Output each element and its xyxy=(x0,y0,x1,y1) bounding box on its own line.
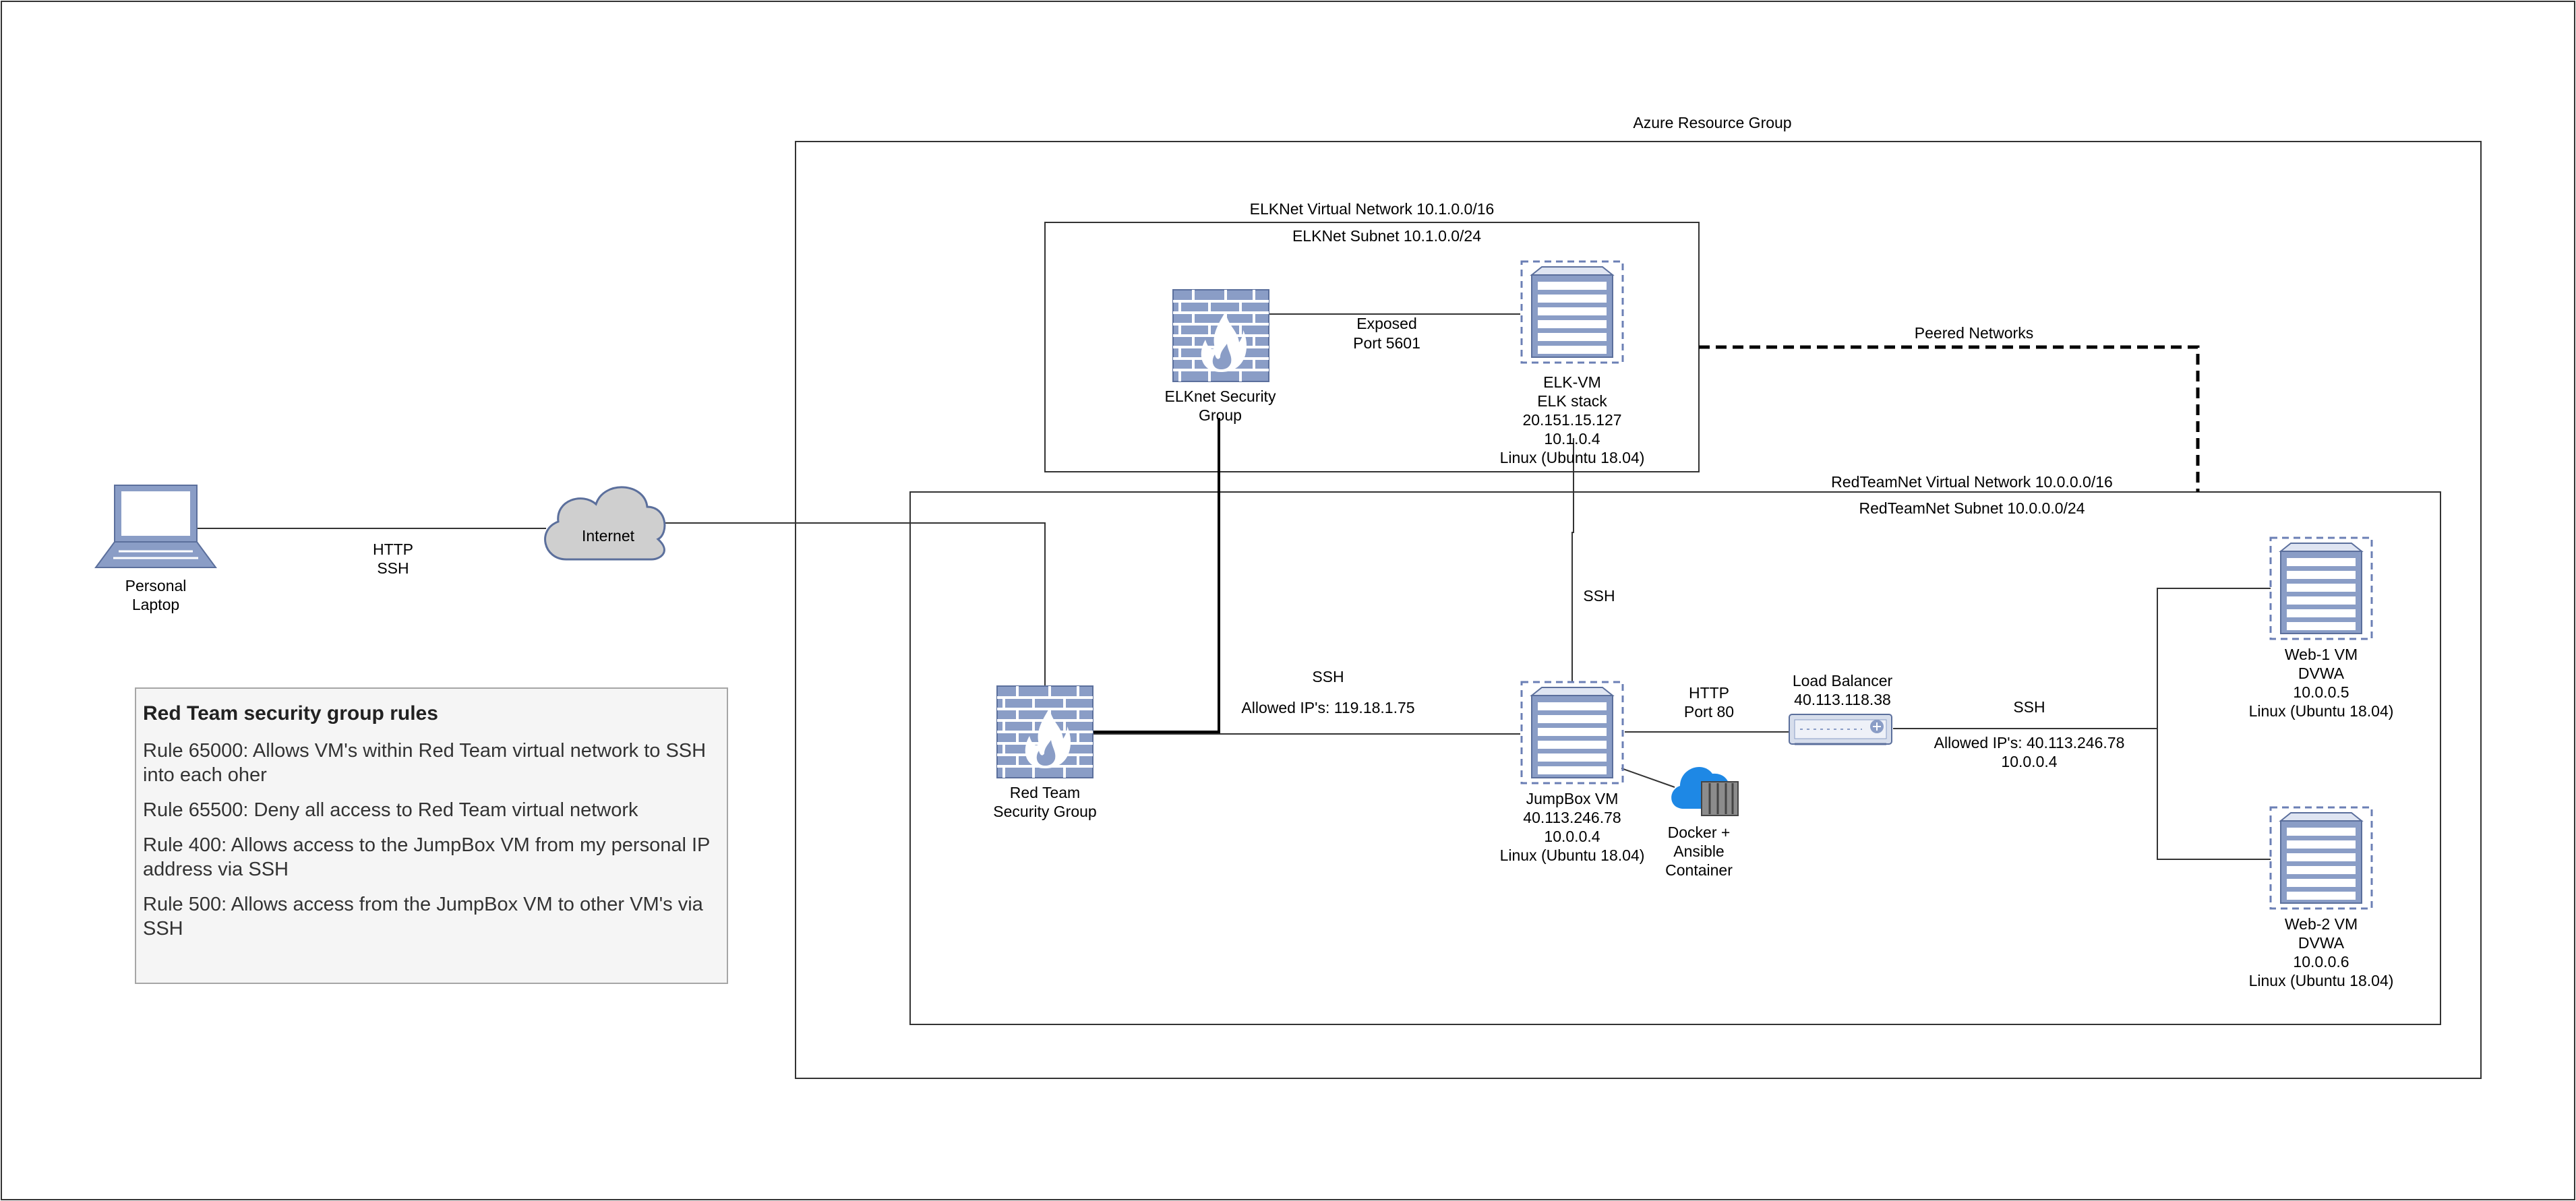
jumpbox-public-ip: 40.113.246.78 xyxy=(1523,809,1621,826)
web2-ip: 10.0.0.6 xyxy=(2293,953,2349,971)
web1-server-icon xyxy=(2269,536,2373,640)
elk-vm-os: Linux (Ubuntu 18.04) xyxy=(1500,449,1645,466)
red-nsg-label-line1: Red Team xyxy=(1010,784,1080,801)
azure-resource-group-label: Azure Resource Group xyxy=(1633,114,1791,131)
docker-label-line1: Docker + xyxy=(1668,824,1731,841)
redteam-subnet-box xyxy=(909,491,2441,1025)
elk-vm-server-icon xyxy=(1520,260,1624,364)
laptop-label-line2: Laptop xyxy=(132,596,179,613)
web1-os: Linux (Ubuntu 18.04) xyxy=(2249,702,2394,720)
redteam-firewall-icon xyxy=(996,685,1094,779)
lb-ip: 40.113.118.38 xyxy=(1794,691,1891,708)
elk-jumpbox-ssh-label: SSH xyxy=(1583,587,1615,605)
rule-65000: Rule 65000: Allows VM's within Red Team … xyxy=(143,740,707,786)
elknet-vnet-label: ELKNet Virtual Network 10.1.0.0/16 xyxy=(1250,200,1495,218)
azure-resource-group-box xyxy=(795,141,2482,1079)
nsg-allowed-ips-label: Allowed IP's: 119.18.1.75 xyxy=(1241,699,1414,716)
web2-os: Linux (Ubuntu 18.04) xyxy=(2249,972,2394,989)
web2-name: Web-2 VM xyxy=(2285,915,2358,933)
peered-networks-label: Peered Networks xyxy=(1915,324,2033,342)
jumpbox-name: JumpBox VM xyxy=(1526,790,1619,807)
load-balancer-icon xyxy=(1789,714,1892,745)
rule-65500: Rule 65500: Deny all access to Red Team … xyxy=(143,799,638,821)
laptop-ssh-label: SSH xyxy=(377,559,409,577)
exposed-label: Exposed xyxy=(1356,315,1417,332)
lb-http-label: HTTP xyxy=(1689,684,1729,702)
jumpbox-os: Linux (Ubuntu 18.04) xyxy=(1500,846,1645,864)
web2-app: DVWA xyxy=(2298,934,2345,952)
elk-vm-public-ip: 20.151.15.127 xyxy=(1522,411,1621,429)
elk-nsg-to-redteam-link xyxy=(1092,418,1220,733)
internet-label: Internet xyxy=(582,527,635,545)
elk-vm-name: ELK-VM xyxy=(1543,373,1601,391)
nsg-ssh-label: SSH xyxy=(1312,668,1344,685)
red-nsg-label-line2: Security Group xyxy=(993,803,1096,820)
web1-name: Web-1 VM xyxy=(2285,646,2358,663)
internet-cloud-icon xyxy=(544,486,666,561)
redteam-vnet-label: RedTeamNet Virtual Network 10.0.0.0/16 xyxy=(1831,473,2113,491)
web-ssh-label: SSH xyxy=(2013,698,2045,716)
elk-jumpbox-link xyxy=(1571,438,1574,682)
lb-port-80-label: Port 80 xyxy=(1684,703,1734,720)
elknet-subnet-label: ELKNet Subnet 10.1.0.0/24 xyxy=(1292,227,1481,245)
web1-app: DVWA xyxy=(2298,665,2345,682)
elk-vm-stack: ELK stack xyxy=(1537,392,1607,410)
lb-name: Load Balancer xyxy=(1793,672,1893,689)
security-rules-title: Red Team security group rules xyxy=(143,702,438,725)
elknet-firewall-icon xyxy=(1172,288,1270,383)
webs-bus xyxy=(2157,588,2271,860)
elk-vm-private-ip: 10.1.0.4 xyxy=(1544,430,1600,448)
redteam-subnet-label: RedTeamNet Subnet 10.0.0.0/24 xyxy=(1859,499,2085,517)
laptop-label-line1: Personal xyxy=(125,577,187,594)
jumpbox-server-icon xyxy=(1520,681,1624,784)
web-allowed-ips-label: Allowed IP's: 40.113.246.78 xyxy=(1934,734,2125,751)
elk-nsg-label-line2: Group xyxy=(1199,406,1242,424)
jumpbox-docker-link xyxy=(1621,768,1675,788)
docker-label-line3: Container xyxy=(1665,861,1733,879)
rule-500: Rule 500: Allows access from the JumpBox… xyxy=(143,894,703,940)
laptop-icon xyxy=(94,485,217,568)
web2-server-icon xyxy=(2269,806,2373,910)
docker-container-icon xyxy=(1671,766,1739,816)
jumpbox-private-ip: 10.0.0.4 xyxy=(1544,828,1600,845)
internet-nsg-link xyxy=(657,522,1046,687)
docker-label-line2: Ansible xyxy=(1673,842,1724,860)
web1-ip: 10.0.0.5 xyxy=(2293,683,2349,701)
peered-networks-link xyxy=(1699,345,2200,492)
web-allowed-ip-2-label: 10.0.0.4 xyxy=(2001,753,2057,770)
security-rules-box: Red Team security group rules Rule 65000… xyxy=(135,687,728,984)
port-5601-label: Port 5601 xyxy=(1353,334,1420,352)
rule-400: Rule 400: Allows access to the JumpBox V… xyxy=(143,834,710,880)
laptop-http-label: HTTP xyxy=(373,541,413,558)
elk-nsg-label-line1: ELKnet Security xyxy=(1165,388,1276,405)
